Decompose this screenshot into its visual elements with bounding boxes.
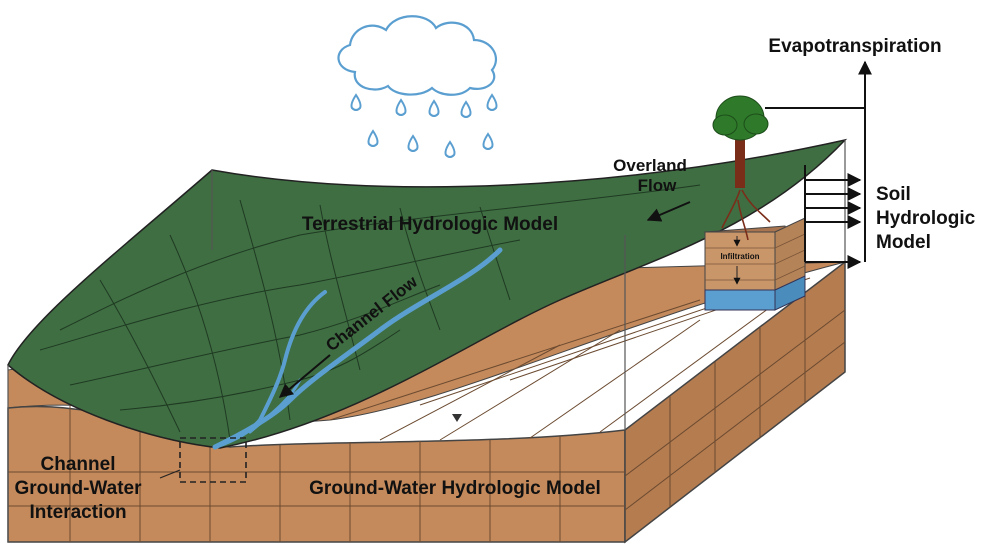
svg-text:Soil: Soil — [876, 184, 911, 205]
soil-column: Infiltration — [704, 189, 806, 311]
cloud-icon — [337, 15, 498, 96]
water-table-marker — [452, 414, 462, 422]
river-branch-2 — [248, 378, 302, 434]
svg-text:Hydrologic: Hydrologic — [876, 208, 976, 229]
overland-flow-label: Overland Flow — [613, 156, 687, 195]
svg-text:Ground-Water: Ground-Water — [14, 478, 142, 499]
raindrop-icon — [350, 93, 498, 158]
river-branch-1 — [213, 290, 327, 449]
groundwater-model-label: Ground-Water Hydrologic Model — [309, 478, 601, 499]
soil-front-grid — [8, 405, 625, 542]
evapotranspiration-label: Evapotranspiration — [768, 36, 941, 57]
soil-right-grid — [624, 292, 846, 511]
saturated-zone-side — [774, 275, 806, 311]
svg-text:Channel: Channel — [41, 454, 116, 475]
soil-top-grid — [329, 277, 811, 441]
tree-roots — [721, 189, 771, 241]
channel-river — [212, 247, 503, 450]
svg-text:Overland: Overland — [613, 156, 687, 175]
svg-text:Model: Model — [876, 232, 931, 253]
svg-text:Interaction: Interaction — [29, 502, 126, 523]
saturated-zone — [704, 289, 776, 311]
soil-right-face — [624, 260, 846, 544]
terrestrial-model-label: Terrestrial Hydrologic Model — [302, 214, 558, 235]
terrestrial-surface — [7, 138, 848, 542]
soil-column-layers — [705, 233, 806, 281]
tree-icon — [712, 95, 769, 188]
tree-trunk — [735, 135, 745, 188]
arrow-icon — [278, 60, 872, 398]
frame-lines — [7, 140, 846, 542]
interaction-label: Channel Ground-Water Interaction — [14, 454, 142, 523]
soil-model-label: Soil Hydrologic Model — [876, 184, 976, 253]
svg-text:Flow: Flow — [638, 176, 677, 195]
interaction-box — [179, 437, 247, 483]
interaction-pointer — [159, 469, 181, 479]
infiltration-label: Infiltration — [720, 252, 759, 261]
